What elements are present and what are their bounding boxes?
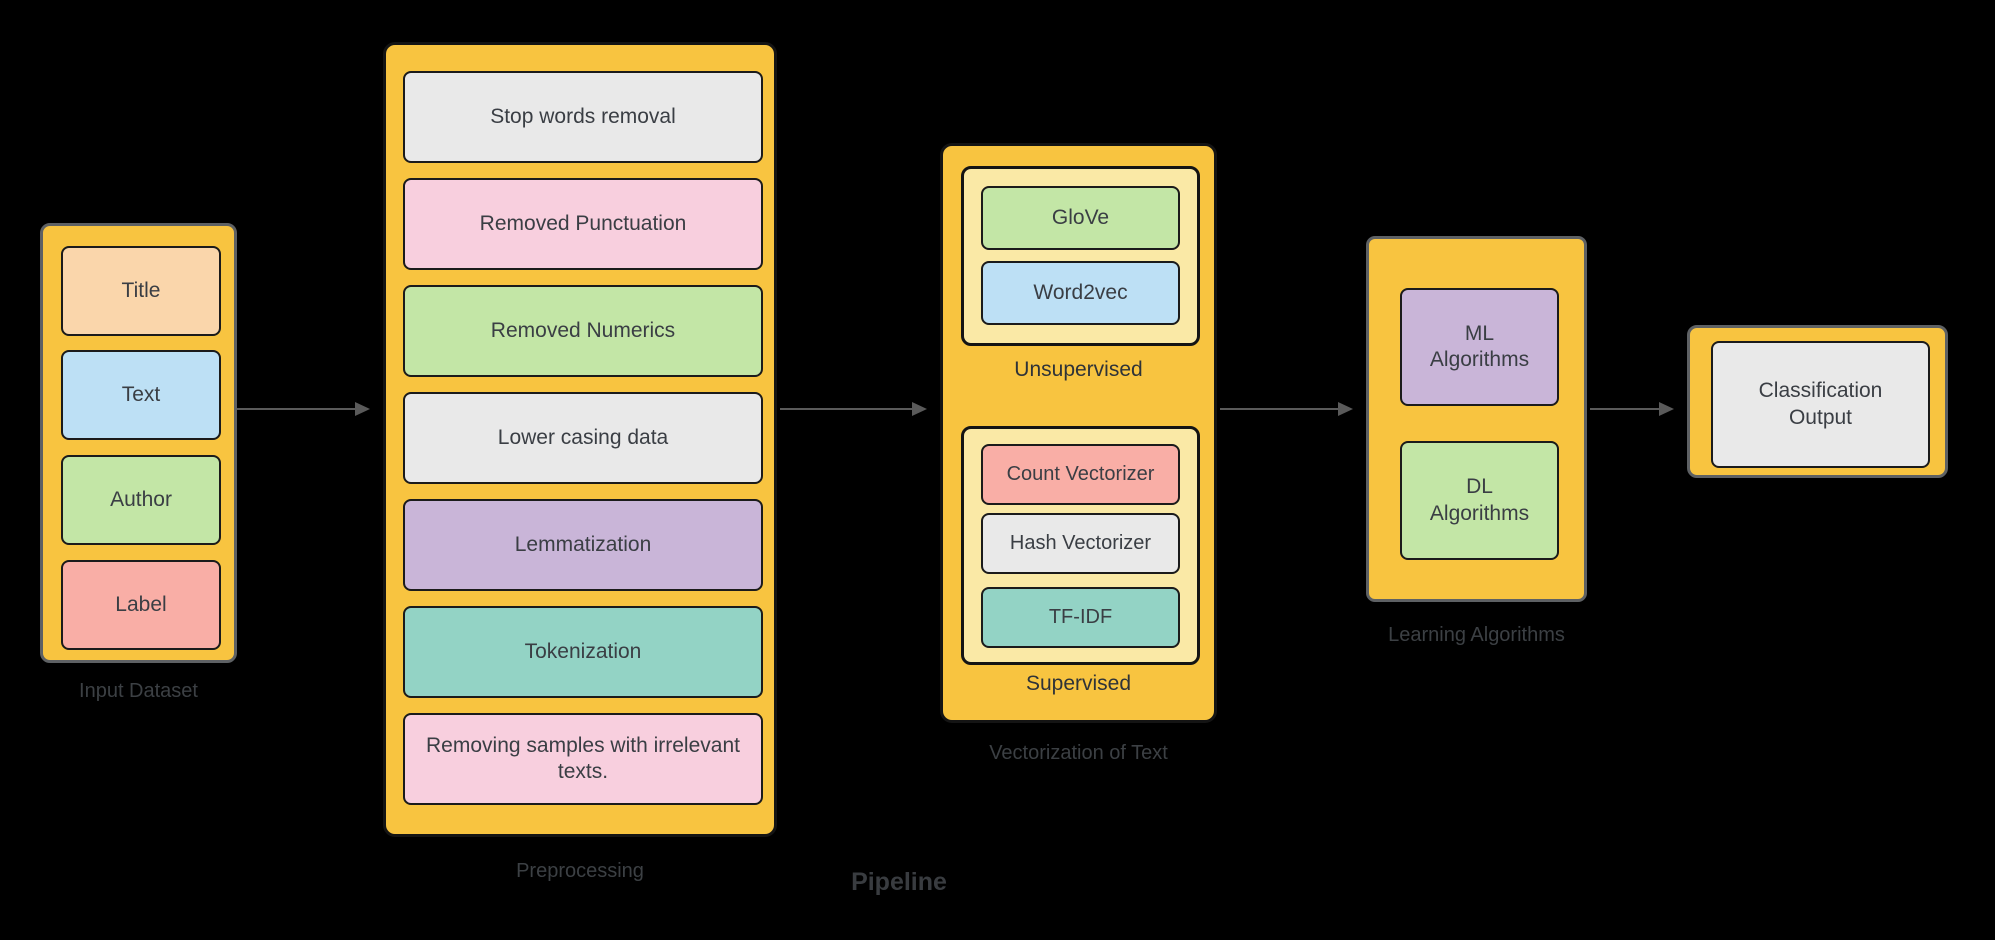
tfidf-shape: TF-IDF <box>981 587 1180 648</box>
removed-punctuation-label: Removed Punctuation <box>479 211 687 235</box>
hash-vectorizer-shape: Hash Vectorizer <box>981 513 1180 574</box>
tfidf-label: TF-IDF <box>1048 606 1113 628</box>
supervised-caption: Supervised <box>1025 672 1132 695</box>
arrow-input-to-preprocessing <box>237 402 370 416</box>
arrow-preprocessing-to-vectorization <box>780 402 927 416</box>
glove-label: GloVe <box>1051 205 1110 229</box>
label-shape-label: Label <box>115 592 167 616</box>
author-shape: Author <box>61 455 221 545</box>
stop-words-removal-label: Stop words removal <box>490 104 676 128</box>
text-shape: Text <box>61 350 221 440</box>
stop-words-removal-shape: Stop words removal <box>403 71 763 163</box>
pipeline-title: Pipeline <box>851 868 947 896</box>
lemmatization-label: Lemmatization <box>514 532 652 556</box>
removed-numerics-shape: Removed Numerics <box>403 285 763 377</box>
supervised-group: Count Vectorizer Hash Vectorizer TF-IDF <box>961 426 1200 665</box>
glove-shape: GloVe <box>981 186 1180 250</box>
removing-samples-shape: Removing samples with irrelevant texts. <box>403 713 763 805</box>
vectorization-container: GloVe Word2vec Unsupervised Count Vector… <box>940 143 1217 723</box>
word2vec-label: Word2vec <box>1033 280 1128 304</box>
lower-casing-shape: Lower casing data <box>403 392 763 484</box>
label-shape: Label <box>61 560 221 650</box>
input-dataset-caption: Input Dataset <box>79 680 198 702</box>
count-vectorizer-label: Count Vectorizer <box>1006 463 1155 485</box>
learning-algorithms-container: ML Algorithms DL Algorithms <box>1366 236 1587 602</box>
removing-samples-label: Removing samples with irrelevant texts. <box>426 733 740 783</box>
classification-output-label: Classification Output <box>1758 379 1883 429</box>
dl-algorithms-shape: DL Algorithms <box>1400 441 1559 560</box>
dl-algorithms-label: DL Algorithms <box>1429 475 1530 525</box>
classification-output-container: Classification Output <box>1687 325 1948 478</box>
text-shape-label: Text <box>121 382 161 406</box>
unsupervised-group: GloVe Word2vec <box>961 166 1200 346</box>
classification-output-shape: Classification Output <box>1711 341 1930 468</box>
tokenization-label: Tokenization <box>524 639 642 663</box>
input-dataset-container: Title Text Author Label <box>40 223 237 663</box>
ml-algorithms-shape: ML Algorithms <box>1400 288 1559 406</box>
tokenization-shape: Tokenization <box>403 606 763 698</box>
learning-algorithms-caption: Learning Algorithms <box>1388 624 1565 646</box>
preprocessing-caption: Preprocessing <box>516 860 644 882</box>
count-vectorizer-shape: Count Vectorizer <box>981 444 1180 505</box>
ml-algorithms-label: ML Algorithms <box>1429 321 1530 371</box>
removed-numerics-label: Removed Numerics <box>490 318 676 342</box>
lemmatization-shape: Lemmatization <box>403 499 763 591</box>
title-shape: Title <box>61 246 221 336</box>
preprocessing-container: Stop words removal Removed Punctuation R… <box>383 42 777 837</box>
word2vec-shape: Word2vec <box>981 261 1180 325</box>
vectorization-caption: Vectorization of Text <box>989 742 1168 764</box>
arrow-learning-to-output <box>1590 402 1674 416</box>
lower-casing-label: Lower casing data <box>497 425 669 449</box>
arrow-vectorization-to-learning <box>1220 402 1353 416</box>
author-shape-label: Author <box>110 487 172 511</box>
title-shape-label: Title <box>121 278 161 302</box>
hash-vectorizer-label: Hash Vectorizer <box>1009 532 1152 554</box>
unsupervised-caption: Unsupervised <box>1014 358 1143 381</box>
removed-punctuation-shape: Removed Punctuation <box>403 178 763 270</box>
